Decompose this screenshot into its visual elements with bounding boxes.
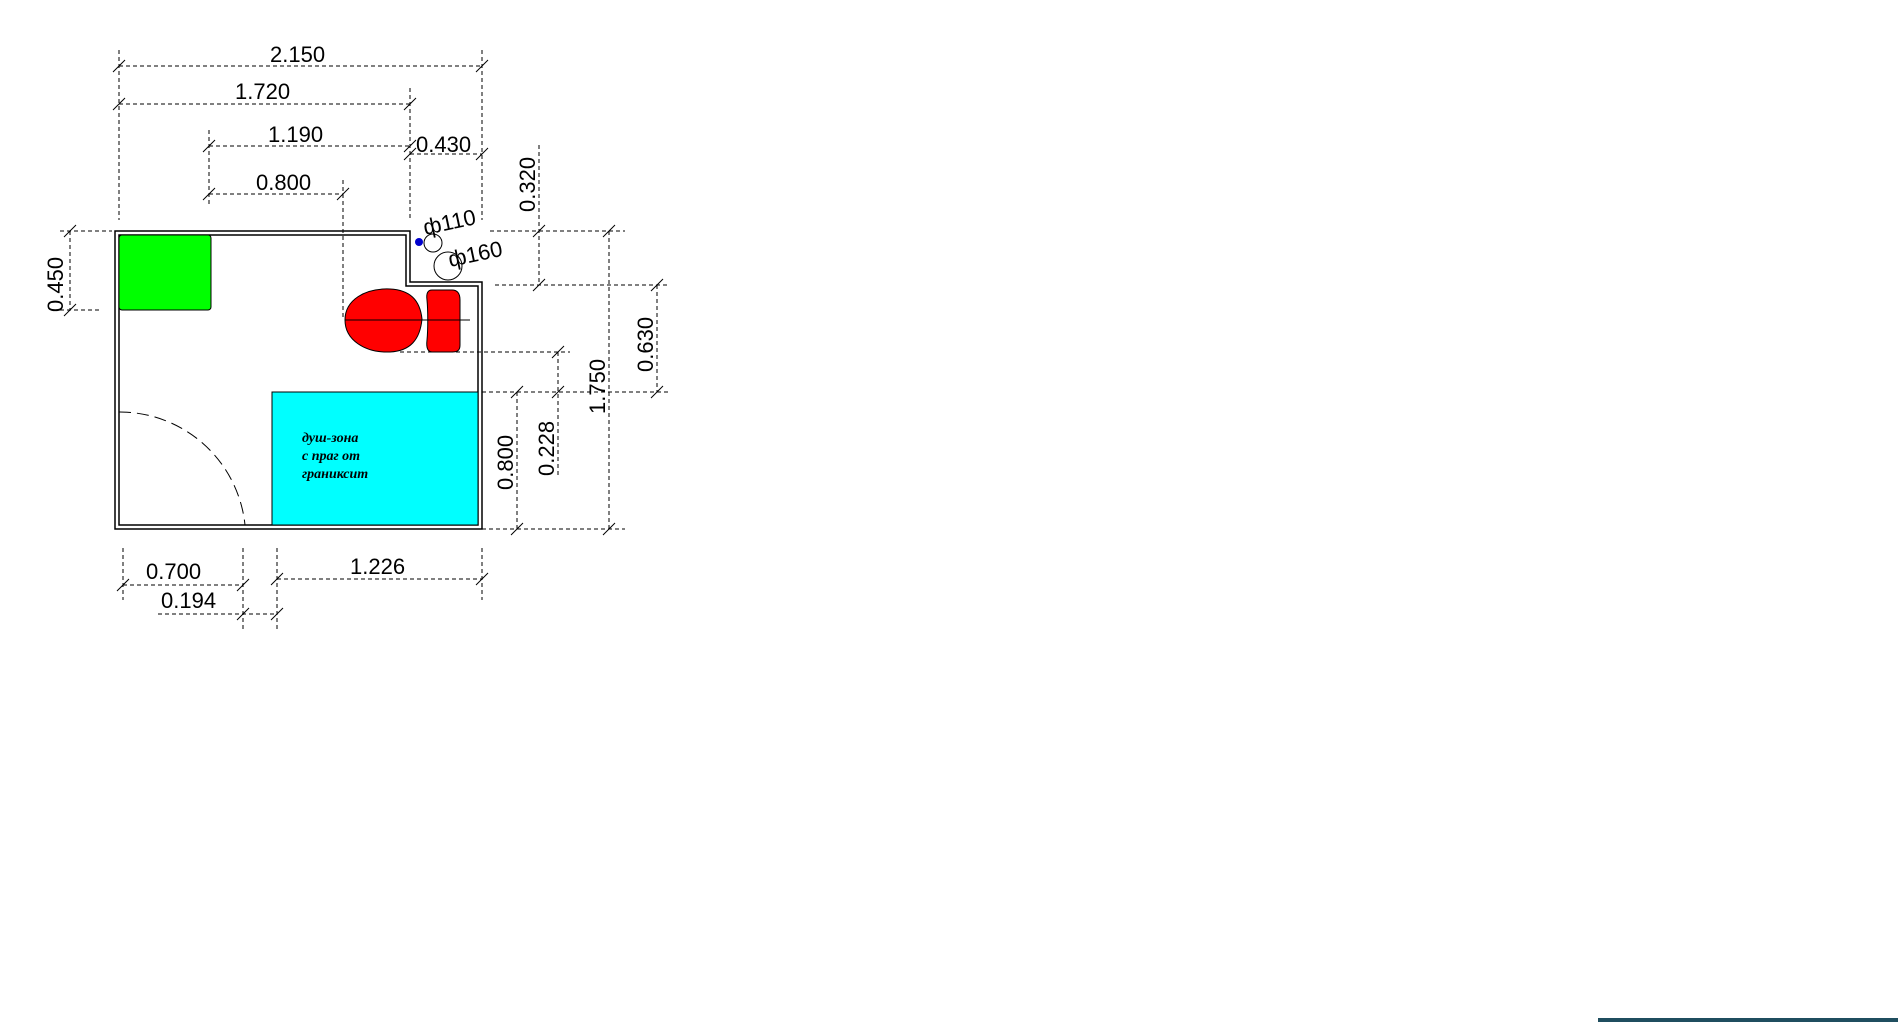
toilet-tank [426,289,461,353]
cabinet [118,234,212,311]
dim-right-shower-gap: 0.228 [534,421,559,476]
dim-top-inner: 1.720 [235,79,290,104]
dim-bottom-gap: 0.194 [161,588,216,613]
dim-top-recess: 0.430 [416,132,471,157]
shower-zone [271,391,479,526]
pipe-large-circle [433,251,463,281]
shower-zone-label-1: душ-зона [302,431,358,446]
pipe-small-circle [423,233,443,253]
shower-zone-label-2: с праг от [302,449,360,464]
dim-right-recess: 0.320 [515,157,540,212]
status-bar-line [1598,1018,1898,1022]
dim-bottom-door: 0.700 [146,559,201,584]
toilet [344,288,470,353]
dim-bottom-shower: 1.226 [350,554,405,579]
dim-bottom: 0.700 1.226 0.194 [116,548,489,630]
dim-top: 2.150 1.720 1.190 0.430 0.800 [112,42,489,320]
pipe-small-label: ф110 [421,204,478,240]
dim-left: 0.450 [43,224,112,317]
pipe-marker [415,238,423,246]
pipe-large-label: ф160 [446,236,505,272]
dim-top-toilet-depth: 0.800 [256,170,311,195]
dim-right-shower: 0.800 [493,435,518,490]
door-swing-arc [118,411,246,526]
dim-left-cabinet: 0.450 [43,257,68,312]
room-wall-inner [118,234,479,526]
dim-right-total: 1.750 [585,359,610,414]
dim-top-toilet-span: 1.190 [268,122,323,147]
dim-top-total: 2.150 [270,42,325,67]
room-wall-outer [114,230,483,530]
shower-zone-label-3: граниксит [302,467,368,482]
dim-right: 0.320 1.750 0.630 0.228 0.800 [400,145,670,536]
dim-right-toilet: 0.630 [633,317,658,372]
